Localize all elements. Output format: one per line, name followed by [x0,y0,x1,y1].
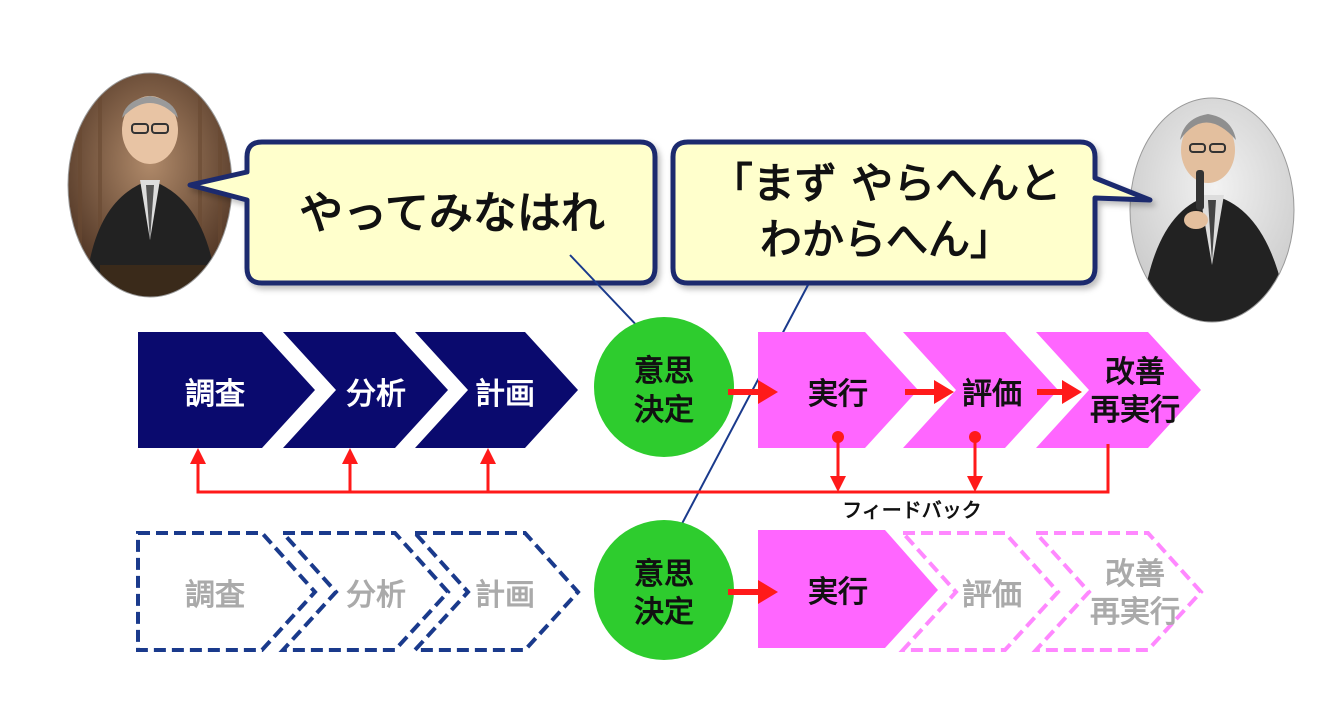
quote-left: やってみなはれ [299,188,605,239]
step-evaluate-bottom [898,531,1061,652]
label-analysis-top: 分析 [346,377,406,412]
feedback-label: フィードバック [842,498,982,522]
step-research-bottom [136,531,318,652]
label-analysis-bottom: 分析 [346,578,406,613]
label-improve-top-1: 改善 [1105,355,1165,390]
label-decision-top-2: 決定 [634,393,694,428]
label-plan-bottom: 計画 [475,578,535,613]
label-evaluate-top: 評価 [962,377,1022,412]
step-analysis-top [283,332,448,448]
step-research-top [138,332,315,448]
label-execute-top: 実行 [808,377,868,412]
step-improve-bottom [1031,531,1204,652]
step-execute-top [758,332,918,448]
speech-bubble-left [187,139,658,286]
quote-right-line1: 「まず やらへんと [710,159,1062,208]
flow-arrow-decision-execute [728,380,778,404]
speaker-photo-right [1129,97,1295,323]
step-execute-bottom [758,530,938,648]
step-plan-bottom [410,531,581,652]
flow-arrow-evaluate-improve [1037,380,1082,404]
step-improve-top [1036,332,1201,448]
label-execute-bottom: 実行 [808,575,868,610]
feedback-arrowheads [190,431,983,492]
label-improve-top-2: 再実行 [1090,393,1180,428]
label-improve-bottom-2: 再実行 [1090,595,1180,630]
speech-bubble-right [670,139,1153,286]
feedback-loop [196,437,1110,494]
step-analysis-bottom [278,531,451,652]
label-plan-top: 計画 [475,377,535,412]
decision-circle-bottom [594,520,734,660]
label-decision-top-1: 意思 [634,354,694,389]
flow-arrow-decision-execute-bottom [728,580,778,604]
label-improve-bottom-1: 改善 [1105,557,1165,592]
label-decision-bottom-1: 意思 [634,557,694,592]
step-plan-top [415,332,578,448]
label-research-top: 調査 [185,377,245,412]
label-research-bottom: 調査 [185,578,245,613]
label-evaluate-bottom: 評価 [962,578,1022,613]
flow-arrow-execute-evaluate [905,380,954,404]
quote-right-line2: わからへん」 [759,215,1012,264]
step-evaluate-top [903,332,1058,448]
decision-circle-top [594,317,734,457]
label-decision-bottom-2: 決定 [634,595,694,630]
